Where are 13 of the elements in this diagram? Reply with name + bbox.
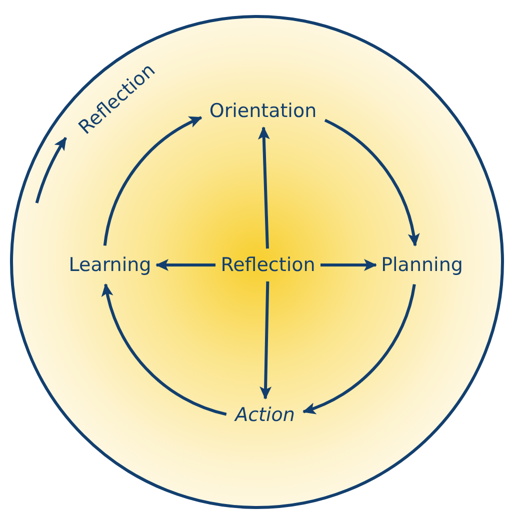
stage-label: Action — [235, 404, 295, 426]
arrow — [102, 283, 227, 416]
arrow — [260, 281, 272, 400]
arrow — [302, 284, 416, 414]
arrow — [324, 118, 419, 246]
stage-label: Planning — [381, 254, 463, 276]
stage-label: Orientation — [209, 100, 317, 122]
arrow — [103, 116, 202, 246]
arrow — [156, 259, 216, 271]
arrow — [258, 126, 270, 249]
stage-label: Reflection — [220, 254, 316, 276]
arrow — [320, 259, 377, 271]
stage-label: Learning — [68, 254, 152, 276]
